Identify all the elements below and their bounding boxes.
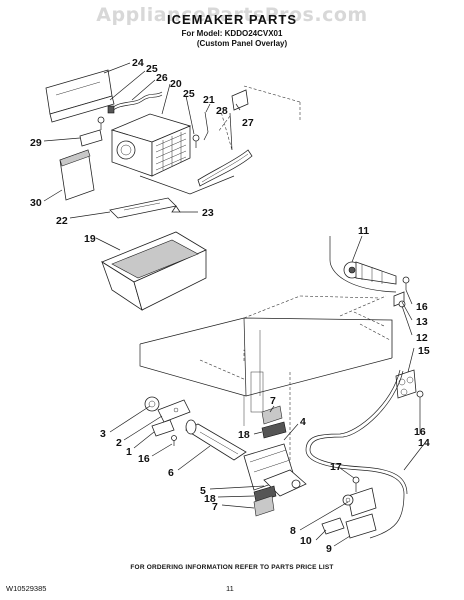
part-6-filter-cartridge bbox=[185, 419, 247, 461]
part-24-bracket bbox=[45, 69, 115, 123]
callout-25-right: 25 bbox=[183, 88, 195, 100]
callout-13: 13 bbox=[416, 316, 428, 328]
part-11-inlet-tube bbox=[329, 236, 397, 293]
part-26-wire-harness bbox=[107, 91, 163, 114]
part-16-screw-right bbox=[416, 390, 424, 404]
callout-15: 15 bbox=[418, 345, 430, 357]
callout-28: 28 bbox=[216, 105, 228, 117]
cabinet-body bbox=[139, 295, 393, 426]
callout-14: 14 bbox=[418, 437, 430, 449]
part-7-block-upper bbox=[261, 405, 283, 425]
callout-25-top: 25 bbox=[146, 63, 158, 75]
callout-6: 6 bbox=[168, 467, 174, 479]
callout-4: 4 bbox=[300, 416, 306, 428]
panel-line: (Custom Panel Overlay) bbox=[196, 39, 288, 48]
part-1-cap bbox=[151, 419, 175, 437]
page-title: ICEMAKER PARTS bbox=[166, 12, 298, 27]
part-21-fill-tube bbox=[203, 111, 209, 141]
callout-11: 11 bbox=[358, 225, 369, 237]
part-18-pad-lower bbox=[253, 485, 277, 503]
callout-19: 19 bbox=[84, 233, 96, 245]
callout-18-lower: 18 bbox=[204, 493, 216, 505]
callout-24: 24 bbox=[132, 57, 144, 69]
part-23-clip bbox=[171, 205, 181, 213]
part-25-screw-right bbox=[192, 134, 200, 148]
callout-16-upper: 16 bbox=[416, 301, 428, 313]
callout-3: 3 bbox=[100, 428, 106, 440]
callout-30: 30 bbox=[30, 197, 42, 209]
part-22-shelf bbox=[109, 197, 177, 219]
part-19-ice-bin bbox=[101, 231, 207, 311]
part-30-control-box bbox=[59, 149, 95, 201]
callout-labels: 24 25 26 20 25 21 28 27 29 30 22 23 19 1… bbox=[30, 57, 430, 555]
part-14-water-line bbox=[289, 369, 408, 539]
part-17-screw bbox=[352, 476, 360, 492]
callout-17: 17 bbox=[330, 461, 342, 473]
callout-9: 9 bbox=[326, 543, 332, 555]
callout-21: 21 bbox=[203, 94, 215, 106]
callout-26: 26 bbox=[156, 72, 168, 84]
callout-23: 23 bbox=[202, 207, 214, 219]
part-16-screw-upper bbox=[402, 276, 410, 290]
part-20-icemaker-assembly bbox=[110, 113, 235, 195]
callout-18-upper: 18 bbox=[238, 429, 250, 441]
part-9-bracket bbox=[345, 513, 377, 539]
callout-1: 1 bbox=[126, 446, 132, 458]
model-line: For Model: KDDO24CVX01 bbox=[181, 29, 283, 38]
cabinet-wall-top bbox=[243, 85, 301, 120]
callout-7-lower: 7 bbox=[212, 501, 218, 513]
callout-16-right: 16 bbox=[414, 426, 426, 438]
part-18-pad-upper bbox=[261, 421, 287, 439]
callout-5: 5 bbox=[200, 485, 206, 497]
part-3-gear bbox=[144, 396, 160, 412]
page-number: 11 bbox=[226, 584, 234, 593]
callout-27: 27 bbox=[242, 117, 254, 129]
callout-2: 2 bbox=[116, 437, 122, 449]
part-16-screw-left bbox=[171, 435, 177, 446]
ordering-note: FOR ORDERING INFORMATION REFER TO PARTS … bbox=[130, 564, 334, 571]
callout-8: 8 bbox=[290, 525, 296, 537]
callout-7-upper: 7 bbox=[270, 395, 276, 407]
callout-22: 22 bbox=[56, 215, 68, 227]
part-29-insulator bbox=[79, 129, 103, 147]
part-27-bracket bbox=[217, 89, 249, 151]
part-7-block-lower bbox=[253, 495, 275, 517]
part-25-screw-left bbox=[97, 116, 105, 130]
watermark: AppliancePartsPros.com bbox=[96, 4, 368, 26]
document-number: W10529385 bbox=[6, 584, 47, 593]
callout-29: 29 bbox=[30, 137, 42, 149]
leader-lines bbox=[43, 62, 425, 547]
callout-20: 20 bbox=[170, 78, 182, 90]
part-8-valve bbox=[342, 487, 377, 517]
part-10-clip bbox=[321, 517, 345, 535]
callout-10: 10 bbox=[300, 535, 312, 547]
callout-16-left: 16 bbox=[138, 453, 150, 465]
callout-12: 12 bbox=[416, 332, 428, 344]
part-2-bracket bbox=[157, 399, 191, 423]
part-28-fill-cup bbox=[197, 149, 253, 187]
